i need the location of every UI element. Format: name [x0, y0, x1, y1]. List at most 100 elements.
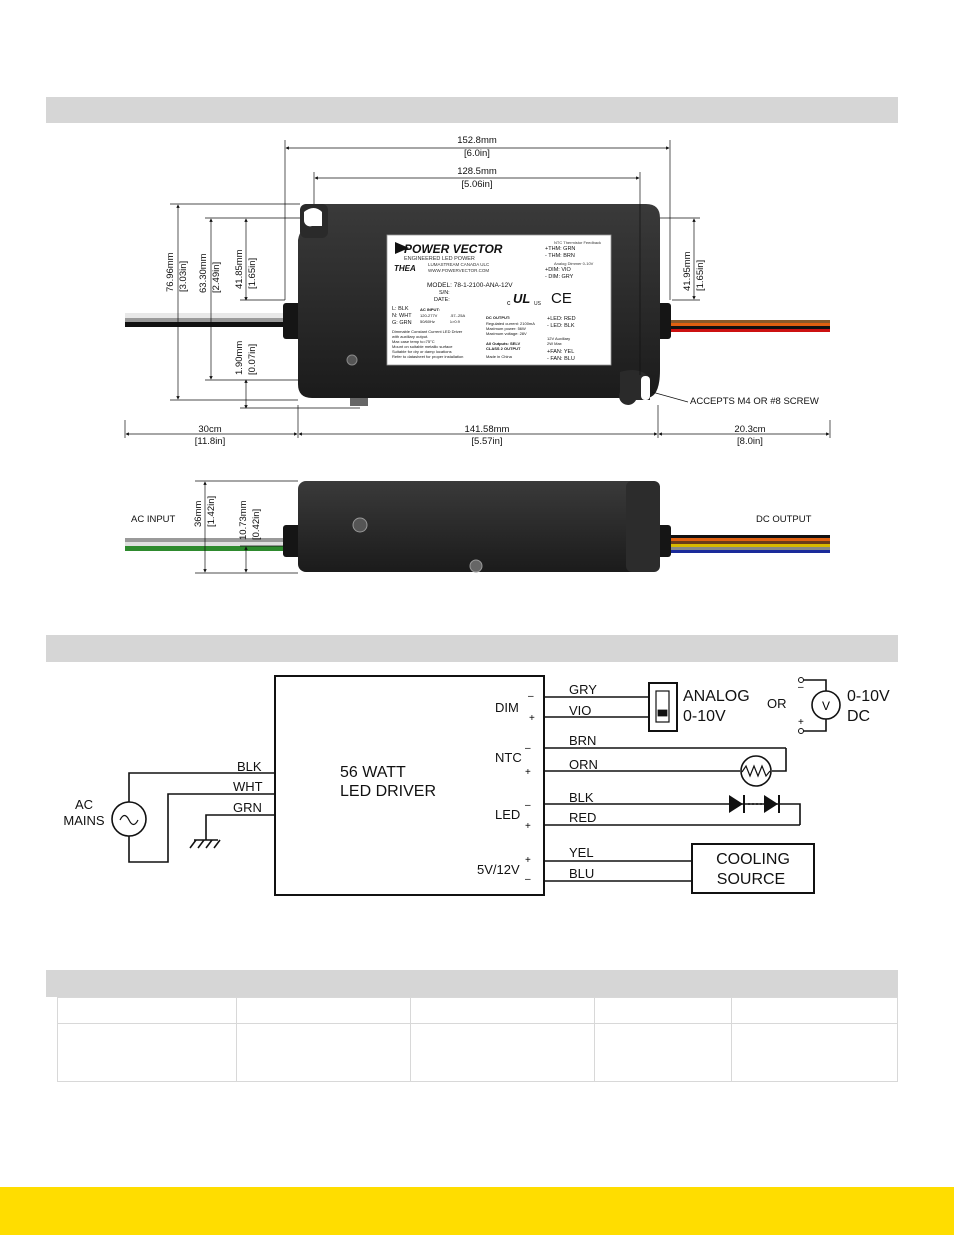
dim-side-height2-in: [0.42in] — [251, 509, 262, 540]
label-n-wht: N: WHT — [392, 313, 412, 319]
dim-overall-width-mm: 152.8mm — [457, 135, 497, 146]
dim-left-lead-in: [11.8in] — [195, 436, 225, 447]
wire-gry-label: GRY — [569, 682, 597, 697]
analog-label-1: ANALOG — [683, 688, 750, 705]
label-cert-c: c — [507, 300, 511, 307]
table-cell — [57, 997, 237, 1024]
label-thm-brn: - THM: BRN — [545, 253, 575, 259]
wiring-diagram: 56 WATT LED DRIVER AC MAINS BLK WHT GRN … — [63, 675, 890, 896]
label-series: THEA — [394, 264, 416, 273]
table-cell — [57, 1023, 237, 1082]
dim-terminal-label: DIM — [495, 700, 519, 715]
wire-blk-label: BLK — [237, 759, 262, 774]
table-cell — [731, 997, 898, 1024]
analog-label-2: 0-10V — [683, 708, 726, 725]
right-wires-top — [668, 320, 830, 332]
label-sn: S/N: — [439, 290, 450, 296]
label-fan-yel: +FAN: YEL — [547, 349, 574, 355]
dimension-drawing: POWER VECTOR ENGINEERED LED POWER THEA L… — [124, 135, 831, 574]
label-class2: CLASS 2 OUTPUT — [486, 346, 521, 351]
volt-label-2: DC — [847, 708, 870, 725]
label-led-blk: - LED: BLK — [547, 323, 575, 329]
label-l-blk: L: BLK — [392, 306, 409, 312]
label-ntc-title: NTC Thermistor Feedback — [554, 240, 601, 245]
analog-dimmer-symbol — [648, 682, 678, 732]
thermistor-symbol — [740, 755, 772, 787]
label-ac-pf: λ>0.9 — [450, 319, 461, 324]
label-thm-grn: +THM: GRN — [545, 246, 575, 252]
table-row — [57, 997, 898, 1024]
label-dim-gry: - DIM: GRY — [545, 274, 574, 280]
dim-side-height2-mm: 10.73mm — [238, 500, 249, 540]
label-all-outputs: All Outputs: SELV — [486, 341, 520, 346]
wire-vio-label: VIO — [569, 703, 591, 718]
wire-blu-label: BLU — [569, 866, 594, 881]
label-model: MODEL: 78-1-2100-ANA-12V — [427, 282, 513, 289]
ac-input-label: AC INPUT — [131, 514, 176, 525]
strain-relief-left — [283, 303, 301, 339]
dim-side-height1-mm: 36mm — [193, 501, 204, 527]
label-desc1: Dimmable Constant Current LED Driver — [392, 329, 463, 334]
wire-blk-led-label: BLK — [569, 790, 594, 805]
fan-plus: + — [525, 855, 531, 866]
table-cell — [236, 1023, 411, 1082]
dim-height4-mm: 1.90mm — [234, 341, 245, 375]
volt-label-1: 0-10V — [847, 688, 890, 705]
section-header-wiring — [46, 635, 898, 662]
label-ac-v: 120-277V — [420, 313, 438, 318]
left-wires-top — [125, 313, 285, 327]
cooling-label-1: COOLING — [716, 851, 790, 868]
wire-grn-label: GRN — [233, 800, 262, 815]
label-dc-output: DC OUTPUT: — [486, 315, 510, 320]
driver-box — [274, 675, 545, 896]
label-fan-blu: - FAN: BLU — [547, 356, 575, 362]
label-ac-hz: 50/60Hz — [420, 319, 435, 324]
ntc-terminal-label: NTC — [495, 750, 522, 765]
label-max-power: Maximum power: 56W — [486, 326, 526, 331]
table-cell — [236, 997, 411, 1024]
label-tagline: ENGINEERED LED POWER — [404, 256, 475, 262]
section-header-specs — [46, 970, 898, 997]
label-company: LUMASTREAM CANADA ULC — [428, 262, 490, 267]
driver-body-side-view — [298, 481, 660, 572]
label-dim-title: Analog Dimmer 0-10V — [554, 261, 594, 266]
dim-height3-mm: 41.85mm — [234, 249, 245, 289]
label-desc4: Mount on suitable metallic surface — [392, 344, 453, 349]
dim-height1-in: [3.03in] — [178, 261, 189, 292]
table-cell — [410, 1023, 595, 1082]
driver-title-1: 56 WATT — [340, 764, 406, 781]
label-aux: 12V Auxiliary — [547, 336, 570, 341]
label-cert-us: US — [534, 301, 542, 307]
dim-right-height-in: [1.65in] — [695, 260, 706, 291]
dim-right-lead-in: [8.0in] — [737, 436, 763, 447]
ntc-plus: + — [525, 767, 531, 778]
table-cell — [410, 997, 595, 1024]
label-ac-input: AC INPUT: — [420, 307, 440, 312]
wire-red-label: RED — [569, 810, 596, 825]
label-made-in: Made in China — [486, 354, 513, 359]
label-desc5: Suitable for dry or damp locations — [392, 349, 452, 354]
label-reg-current: Regulated current: 2100mA — [486, 321, 535, 326]
volt-symbol: V — [822, 699, 830, 713]
label-max-voltage: Maximum voltage: 28V — [486, 331, 527, 336]
dim-minus: – — [528, 691, 534, 702]
dim-height1-mm: 76.96mm — [165, 252, 176, 292]
dc-output-label: DC OUTPUT — [756, 514, 812, 525]
label-desc2: with auxiliary output. — [392, 334, 428, 339]
led-diode-symbols — [725, 790, 785, 813]
or-label: OR — [767, 696, 787, 711]
label-led-red: +LED: RED — [547, 316, 576, 322]
wire-yel-label: YEL — [569, 845, 594, 860]
dim-plus: + — [529, 713, 535, 724]
label-g-grn: G: GRN — [392, 320, 412, 326]
dim-overall-width-in: [6.0in] — [464, 148, 490, 159]
driver-title-2: LED DRIVER — [340, 783, 436, 800]
label-desc6: Refer to datasheet for proper installati… — [392, 354, 463, 359]
ntc-minus: – — [525, 743, 531, 754]
product-label: POWER VECTOR ENGINEERED LED POWER THEA L… — [386, 234, 612, 366]
footer-band — [0, 1187, 954, 1235]
right-wires-side — [668, 535, 830, 553]
fan-terminal-label: 5V/12V — [477, 862, 520, 877]
dim-side-height1-in: [1.42in] — [206, 496, 217, 527]
dim-screw-note: ACCEPTS M4 OR #8 SCREW — [690, 396, 819, 407]
